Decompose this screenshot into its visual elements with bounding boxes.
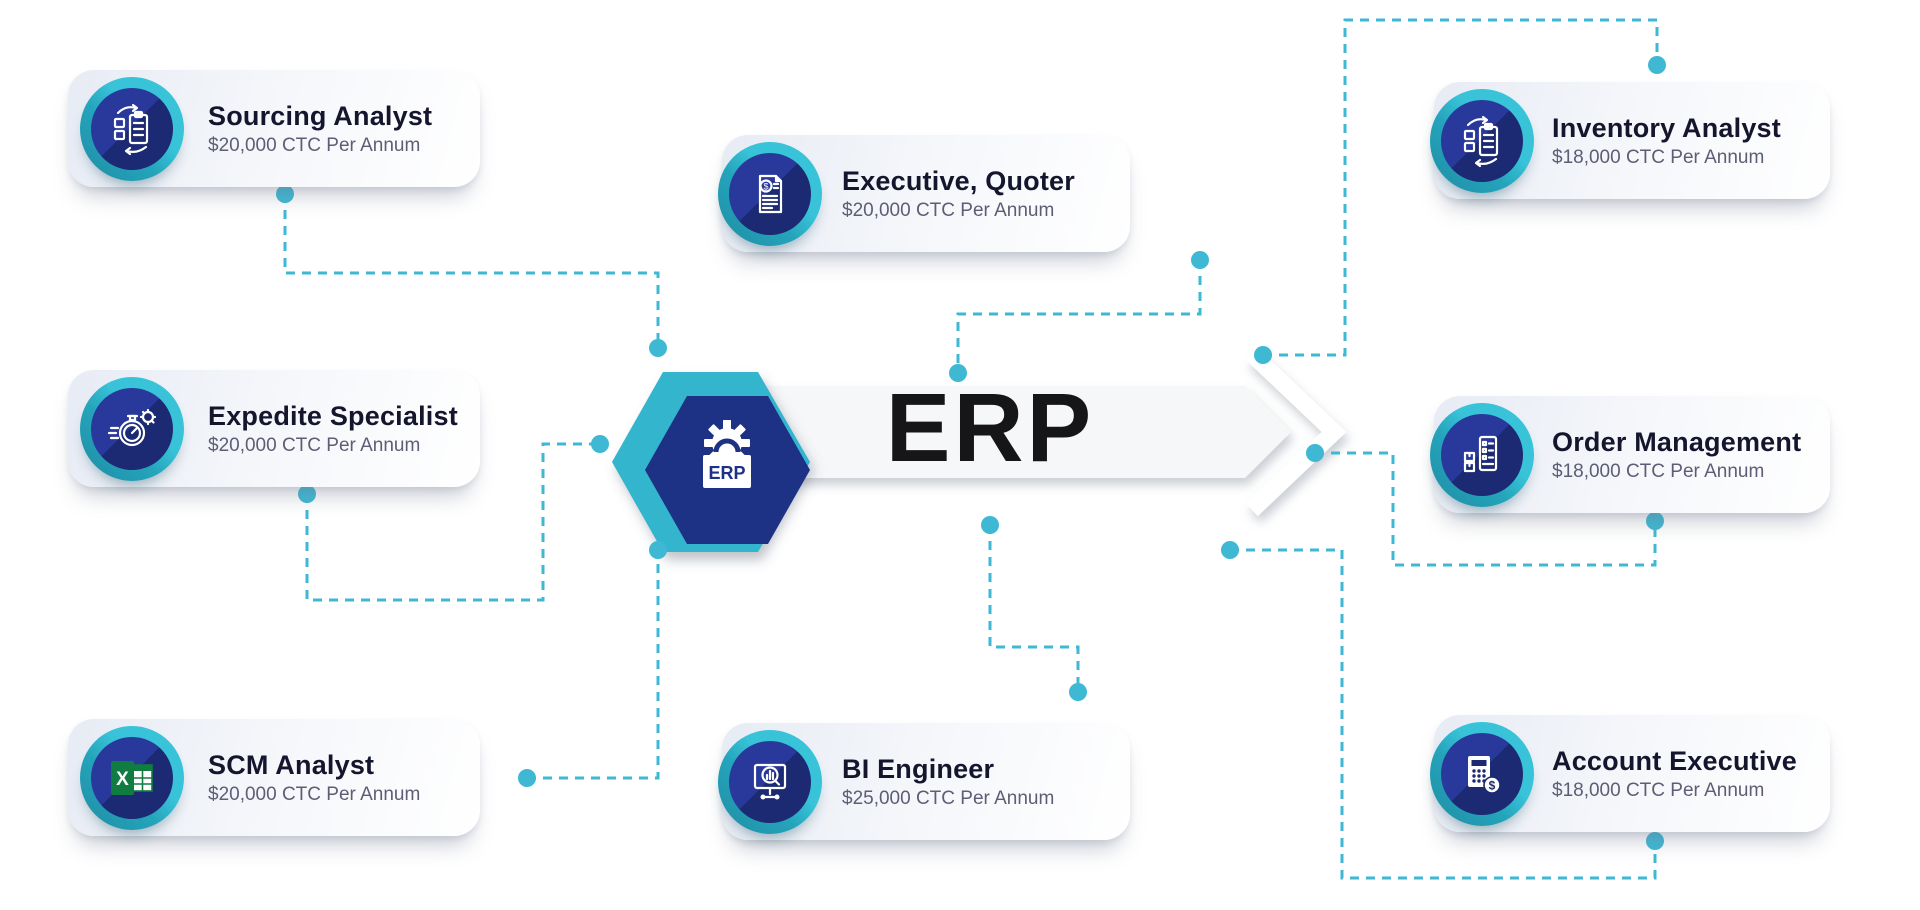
connector-sourcing <box>283 194 660 348</box>
card-title: Account Executive <box>1552 745 1797 776</box>
card-inventory-analyst: Inventory Analyst $18,000 CTC Per Annum <box>1430 82 1846 199</box>
card-salary: $18,000 CTC Per Annum <box>1552 146 1765 168</box>
invoice-dollar-icon: $ <box>718 141 822 246</box>
card-title: Expedite Specialist <box>208 400 458 431</box>
erp-title: ERP <box>885 373 1095 482</box>
connector-inventory <box>1263 18 1659 357</box>
calculator-dollar-icon: $ <box>1430 721 1534 826</box>
card-order-management: Order Management $18,000 CTC Per Annum <box>1430 396 1846 513</box>
excel-icon: X <box>80 725 184 830</box>
card-salary: $25,000 CTC Per Annum <box>842 787 1055 809</box>
connector-scm <box>527 550 660 780</box>
card-salary: $20,000 CTC Per Annum <box>842 199 1055 221</box>
connector-dots <box>276 56 1666 850</box>
svg-text:$: $ <box>1489 778 1496 792</box>
card-title: BI Engineer <box>842 753 995 784</box>
card-sourcing-analyst: Sourcing Analyst $20,000 CTC Per Annum <box>68 70 496 187</box>
stopwatch-gear-icon <box>80 376 184 481</box>
card-title: SCM Analyst <box>208 749 375 780</box>
svg-text:X: X <box>116 769 129 790</box>
card-salary: $18,000 CTC Per Annum <box>1552 460 1765 482</box>
erp-banner <box>700 347 1347 517</box>
card-title: Inventory Analyst <box>1552 112 1781 143</box>
clipboard-sync-icon <box>1430 88 1534 193</box>
clipboard-sync-icon <box>80 76 184 181</box>
erp-hexagon-badge: ERP <box>612 372 810 552</box>
card-scm-analyst: X SCM Analyst $20,000 CTC Per Annum <box>68 719 496 836</box>
svg-text:$: $ <box>763 181 768 191</box>
card-title: Order Management <box>1552 426 1802 457</box>
erp-gear-bag-icon: ERP <box>703 420 751 488</box>
banner-chevron-icon <box>1246 347 1347 517</box>
connector-executive <box>956 260 1202 373</box>
card-salary: $20,000 CTC Per Annum <box>208 134 421 156</box>
connector-account <box>1230 548 1657 880</box>
card-salary: $18,000 CTC Per Annum <box>1552 779 1765 801</box>
card-executive-quoter: $ Executive, Quoter $20,000 CTC Per Annu… <box>718 135 1146 252</box>
card-account-executive: $ Account Executive $18,000 CTC Per Annu… <box>1430 715 1846 832</box>
card-salary: $20,000 CTC Per Annum <box>208 783 421 805</box>
card-title: Executive, Quoter <box>842 165 1075 196</box>
clipboard-boxes-icon <box>1430 402 1534 507</box>
connector-bi <box>988 525 1080 692</box>
card-salary: $20,000 CTC Per Annum <box>208 434 421 456</box>
erp-bag-label: ERP <box>708 463 745 483</box>
card-bi-engineer: BI Engineer $25,000 CTC Per Annum <box>718 723 1146 840</box>
card-title: Sourcing Analyst <box>208 100 433 131</box>
connector-order <box>1315 451 1657 567</box>
card-expedite-specialist: Expedite Specialist $20,000 CTC Per Annu… <box>68 370 496 487</box>
connector-expedite <box>305 442 600 602</box>
monitor-chart-icon <box>718 729 822 834</box>
